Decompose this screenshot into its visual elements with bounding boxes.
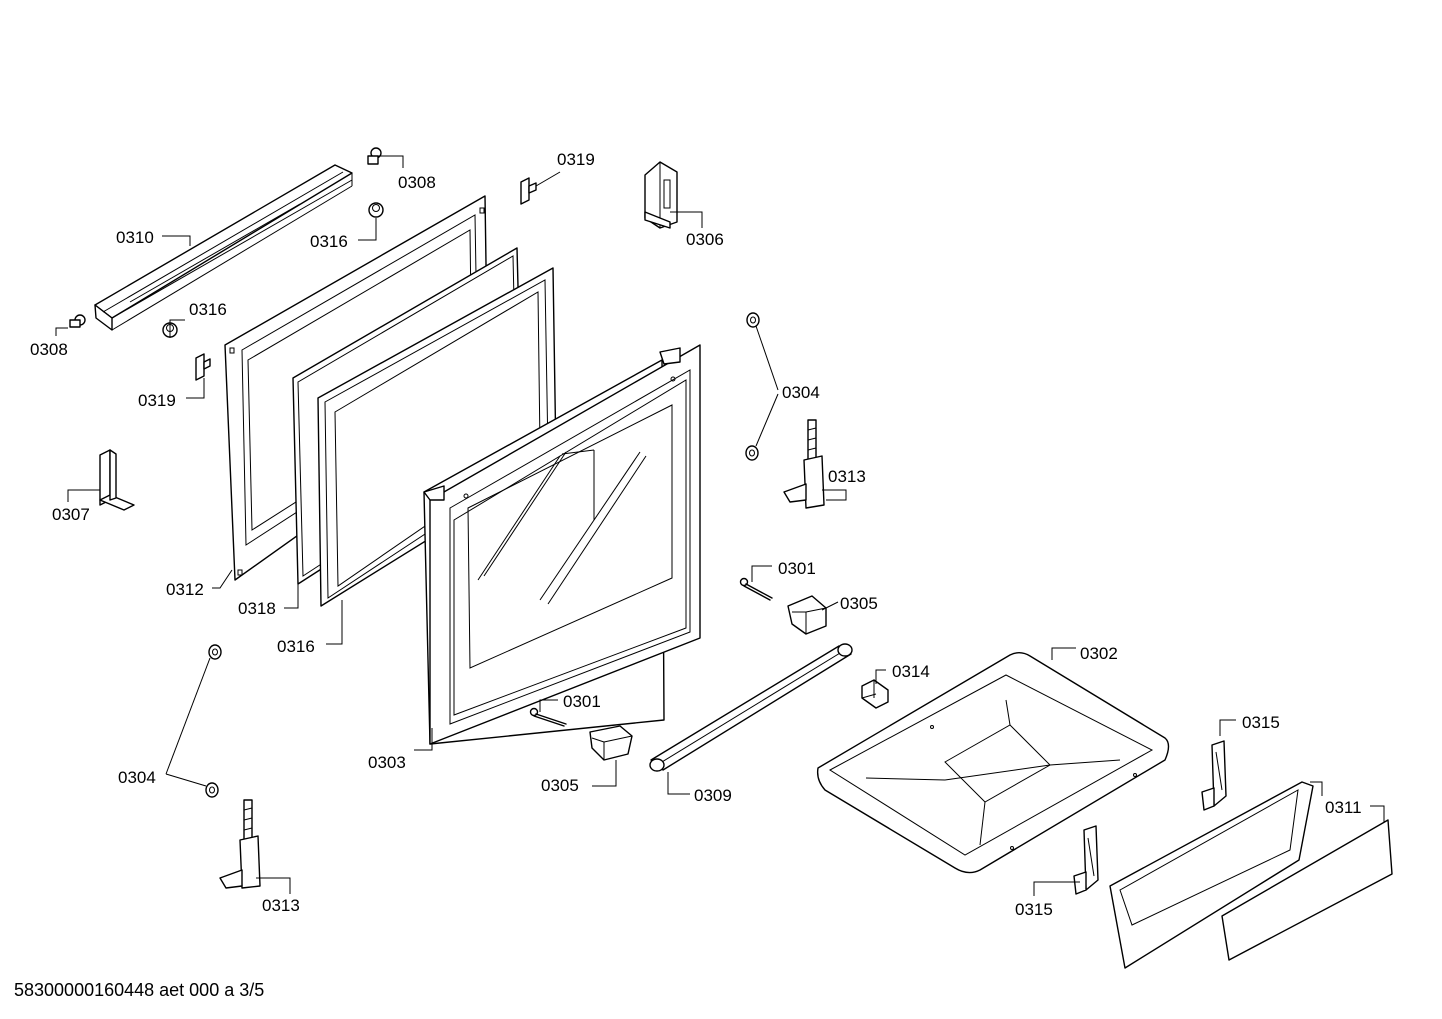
label-0316-glass: 0316	[277, 637, 315, 656]
hinge-0313-right	[783, 419, 825, 509]
label-0308-left: 0308	[30, 340, 68, 359]
pin-0301-left	[529, 707, 567, 727]
pin-0301-right	[739, 577, 773, 601]
label-0318: 0318	[238, 599, 276, 618]
label-0319-left: 0319	[138, 391, 176, 410]
washer-0304-left-bottom	[205, 782, 219, 798]
washer-0304-left-top	[208, 644, 222, 660]
label-0316-top: 0316	[310, 232, 348, 251]
washer-0304-right-top	[746, 312, 760, 328]
label-0302: 0302	[1080, 644, 1118, 663]
label-0313-right: 0313	[828, 467, 866, 486]
label-0301-left: 0301	[563, 692, 601, 711]
label-0305-left: 0305	[541, 776, 579, 795]
label-0312: 0312	[166, 580, 204, 599]
drawing-reference-number: 58300000160448 aet 000 a 3/5	[14, 980, 265, 1000]
label-0301-right: 0301	[778, 559, 816, 578]
drawer-front-0311	[1109, 781, 1314, 969]
rail-0315-right	[1201, 740, 1227, 811]
trim-bar-0310	[94, 164, 353, 331]
label-0307: 0307	[52, 505, 90, 524]
label-0316-left: 0316	[189, 300, 227, 319]
drawer-front-glass-0311	[1221, 819, 1393, 961]
label-0314: 0314	[892, 662, 930, 681]
label-0319-top: 0319	[557, 150, 595, 169]
bracket-0306	[644, 161, 678, 229]
cap-0305-left	[589, 725, 633, 761]
label-0315-right: 0315	[1242, 713, 1280, 732]
drawer-tray-0302	[816, 652, 1170, 874]
label-0308-top: 0308	[398, 173, 436, 192]
clip-0319-left	[195, 353, 211, 381]
outer-door-0303	[423, 344, 701, 745]
cap-0305-right	[787, 595, 827, 635]
rail-0315-left	[1073, 825, 1099, 895]
label-0304-right: 0304	[782, 383, 820, 402]
bracket-0307	[99, 449, 135, 511]
label-0306: 0306	[686, 230, 724, 249]
cap-0316-top	[368, 202, 384, 218]
hinge-0313-left	[219, 799, 261, 889]
handle-bar-0309	[649, 643, 853, 772]
label-0303: 0303	[368, 753, 406, 772]
clip-0319-top	[520, 177, 537, 205]
clip-0314	[861, 679, 889, 709]
label-0311: 0311	[1325, 798, 1362, 817]
label-0305-right: 0305	[840, 594, 878, 613]
label-0313-left: 0313	[262, 896, 300, 915]
label-0304-left: 0304	[118, 768, 156, 787]
label-0309: 0309	[694, 786, 732, 805]
leader-lines	[55, 155, 1385, 896]
screw-0308-left	[69, 314, 86, 328]
label-0310: 0310	[116, 228, 154, 247]
screw-0308-top	[367, 147, 382, 165]
washer-0304-right-bottom	[745, 445, 759, 461]
label-0315-left: 0315	[1015, 900, 1053, 919]
